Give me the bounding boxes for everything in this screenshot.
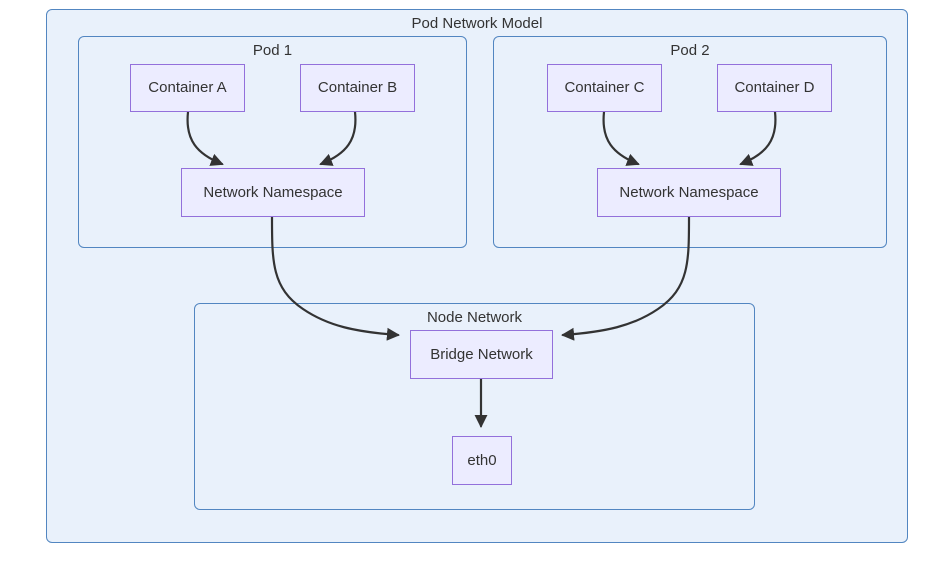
node-network-namespace-1: Network Namespace: [181, 168, 365, 217]
cluster-pod-2-title: Pod 2: [670, 42, 710, 59]
node-container-b: Container B: [300, 64, 415, 112]
cluster-pod-1-title: Pod 1: [252, 42, 293, 59]
node-bridge-network: Bridge Network: [410, 330, 553, 379]
cluster-node-network-title: Node Network: [426, 309, 523, 326]
node-container-c: Container C: [547, 64, 662, 112]
node-network-namespace-2: Network Namespace: [597, 168, 781, 217]
node-container-a: Container A: [130, 64, 245, 112]
cluster-pod-network-model-title: Pod Network Model: [411, 15, 543, 32]
node-eth0: eth0: [452, 436, 512, 485]
node-container-d: Container D: [717, 64, 832, 112]
